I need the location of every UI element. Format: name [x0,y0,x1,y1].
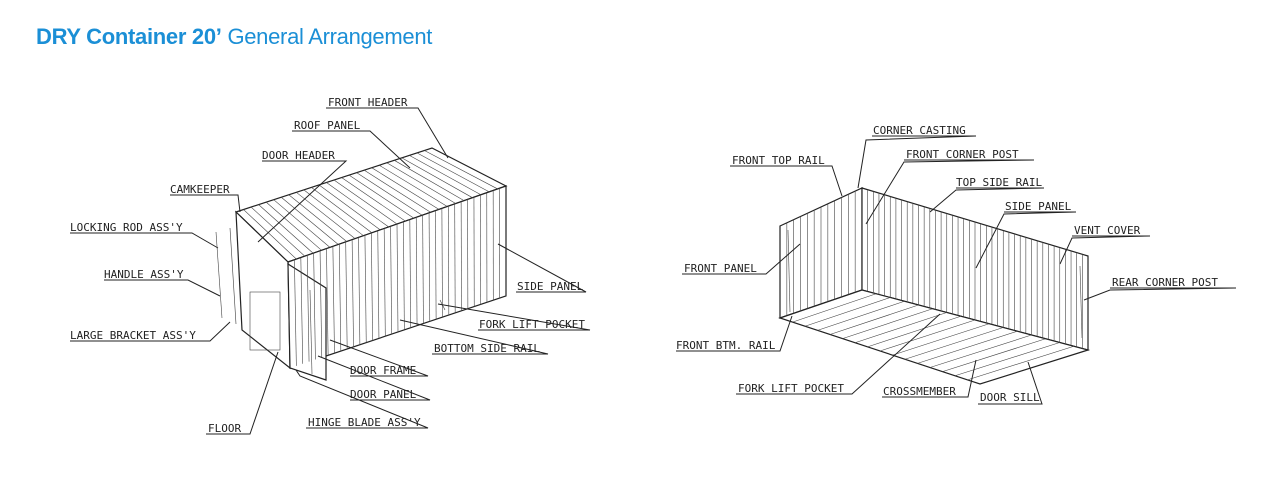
label-hinge-blade: HINGE BLADE ASS'Y [308,416,421,429]
label-bottom-side-rail: BOTTOM SIDE RAIL [434,342,540,355]
label-side-panel-left: SIDE PANEL [517,280,584,293]
label-fork-lift-pocket-right: FORK LIFT POCKET [738,382,844,395]
label-door-sill: DOOR SILL [980,391,1040,404]
left-open-door [287,262,327,381]
label-rear-corner-post: REAR CORNER POST [1112,276,1218,289]
label-door-frame: DOOR FRAME [350,364,416,377]
left-container-drawing [215,147,508,381]
label-camkeeper: CAMKEEPER [170,183,230,196]
right-leader-lines [676,135,1237,405]
label-front-top-rail: FRONT TOP RAIL [732,154,825,167]
label-handle: HANDLE ASS'Y [104,268,184,281]
label-door-panel: DOOR PANEL [350,388,417,401]
title-bold: DRY Container 20’ [36,24,222,49]
right-side-ribs [867,189,1083,349]
label-front-corner-post: FRONT CORNER POST [906,148,1019,161]
label-front-header: FRONT HEADER [328,96,408,109]
label-floor: FLOOR [208,422,241,435]
label-corner-casting: CORNER CASTING [873,124,966,137]
label-roof-panel: ROOF PANEL [294,119,361,132]
label-door-header: DOOR HEADER [262,149,335,162]
label-front-panel: FRONT PANEL [684,262,757,275]
label-front-btm-rail: FRONT BTM. RAIL [676,339,776,352]
page-title: DRY Container 20’ General Arrangement [36,24,432,50]
left-side-ribs [294,188,500,366]
label-locking-rod: LOCKING ROD ASS'Y [70,221,183,234]
label-vent-cover: VENT COVER [1074,224,1141,237]
left-leader-lines [70,107,591,435]
label-top-side-rail: TOP SIDE RAIL [956,176,1042,189]
title-light: General Arrangement [227,24,433,49]
right-container-drawing [778,187,1091,385]
label-side-panel-right: SIDE PANEL [1005,200,1072,213]
left-roof-ribs [243,150,498,260]
label-crossmember: CROSSMEMBER [883,385,956,398]
right-front-ribs [786,191,856,316]
label-large-bracket: LARGE BRACKET ASS'Y [70,329,196,342]
label-fork-lift-pocket-left: FORK LIFT POCKET [479,318,585,331]
right-floor-ribs [792,293,1074,381]
